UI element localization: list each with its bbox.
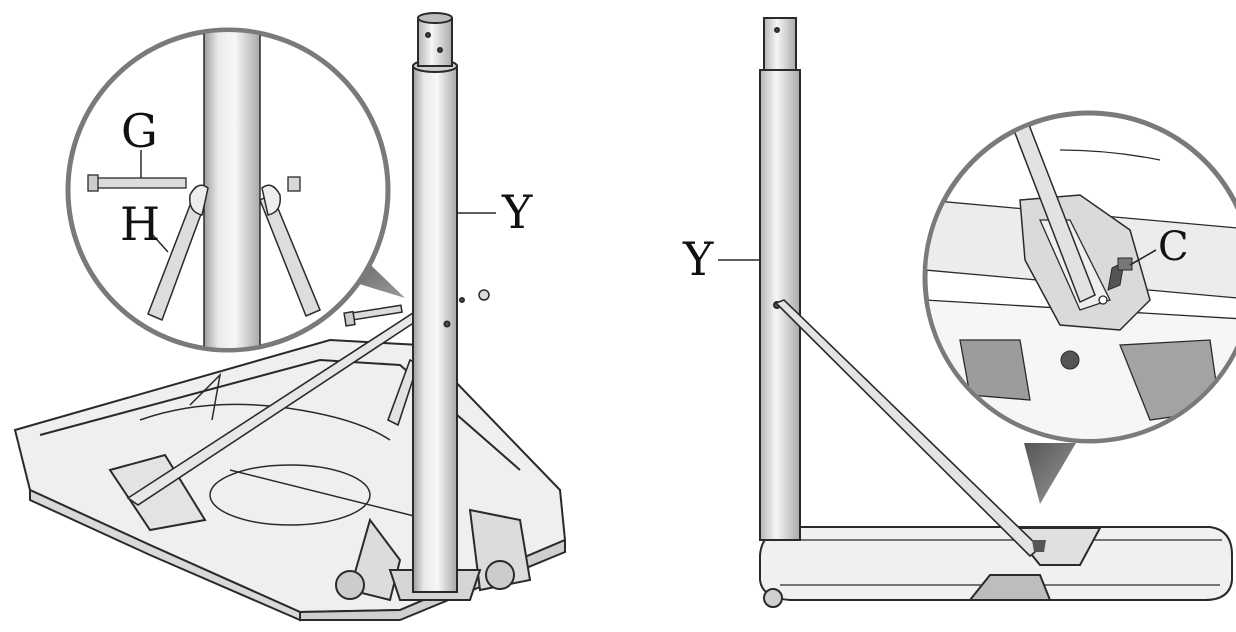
left-pole	[412, 12, 465, 593]
right-pole	[759, 17, 801, 541]
exploded-bolt	[343, 304, 403, 327]
label-g: G	[121, 104, 158, 158]
right-figure: C Y	[682, 17, 1236, 608]
leader-c	[1129, 249, 1157, 266]
label-h: H	[120, 197, 160, 251]
right-brace-bolt	[1032, 540, 1046, 552]
right-detail-circle: C	[922, 110, 1236, 444]
right-callout-pointer	[1024, 443, 1076, 504]
exploded-nut	[478, 289, 490, 301]
left-base	[13, 338, 567, 622]
left-figure: G H Y	[13, 12, 567, 622]
leader-h	[149, 231, 169, 253]
right-base	[759, 526, 1233, 608]
left-detail-circle: G H	[65, 27, 391, 353]
label-y-left: Y	[501, 185, 533, 239]
label-y-right: Y	[682, 232, 714, 286]
label-c: C	[1158, 224, 1189, 270]
